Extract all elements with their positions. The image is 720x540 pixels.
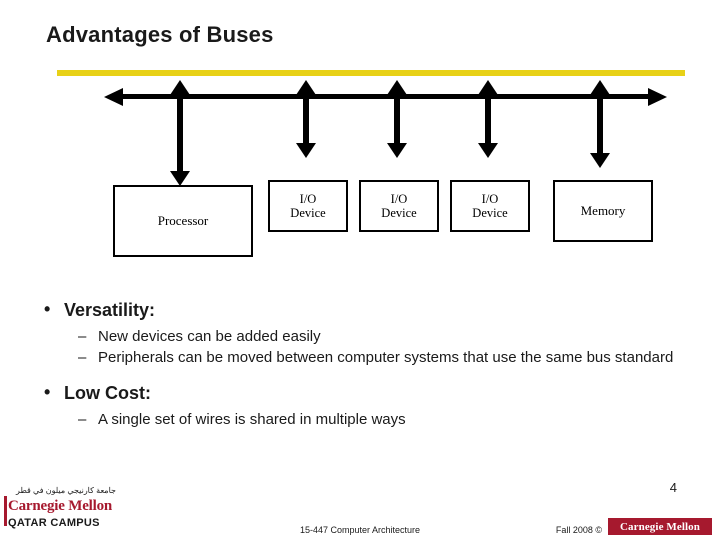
bullet-low-cost: Low Cost: xyxy=(42,382,720,404)
title-underline-rule xyxy=(57,70,685,76)
connector-stem xyxy=(597,88,603,160)
bullet-spacer xyxy=(0,369,720,383)
sub-bullet-peripherals: Peripherals can be moved between compute… xyxy=(78,348,720,368)
arrow-down-icon xyxy=(387,143,407,158)
node-label: Memory xyxy=(580,202,626,218)
connector-processor xyxy=(170,80,190,186)
arrow-up-icon xyxy=(590,80,610,95)
bus-arrow-right-icon xyxy=(648,88,667,106)
logo-accent-bar xyxy=(4,496,7,526)
footer-course: 15-447 Computer Architecture xyxy=(299,525,421,535)
page-title: Advantages of Buses xyxy=(46,22,274,47)
bullet-versatility: Versatility: xyxy=(42,299,720,321)
connector-io-device-2 xyxy=(387,80,407,158)
connector-stem xyxy=(177,88,183,178)
node-label: Processor xyxy=(157,212,209,228)
arrow-up-icon xyxy=(478,80,498,95)
logo-campus-name: QATAR CAMPUS xyxy=(8,517,100,529)
body-content: Versatility: New devices can be added ea… xyxy=(0,299,720,430)
node-processor: Processor xyxy=(113,185,253,257)
carnegie-mellon-logo: Carnegie Mellon xyxy=(608,518,712,535)
logo-arabic-text: جامعة كارنيجي ميلون في قطر xyxy=(16,486,116,495)
arrow-down-icon xyxy=(296,143,316,158)
connector-io-device-3 xyxy=(478,80,498,158)
connector-stem xyxy=(303,88,309,150)
arrow-down-icon xyxy=(478,143,498,158)
connector-io-device-1 xyxy=(296,80,316,158)
arrow-up-icon xyxy=(387,80,407,95)
sub-bullet-new-devices: New devices can be added easily xyxy=(78,327,720,347)
bus-arrow-left-icon xyxy=(104,88,123,106)
qatar-campus-logo: جامعة كارنيجي ميلون في قطر Carnegie Mell… xyxy=(4,486,124,536)
bus-line xyxy=(122,94,650,99)
arrow-down-icon xyxy=(590,153,610,168)
connector-stem xyxy=(394,88,400,150)
page-number: 4 xyxy=(669,480,677,495)
arrow-up-icon xyxy=(296,80,316,95)
arrow-up-icon xyxy=(170,80,190,95)
arrow-down-icon xyxy=(170,171,190,186)
connector-memory xyxy=(590,80,610,168)
sub-bullet-single-set-wires: A single set of wires is shared in multi… xyxy=(78,410,720,430)
logo-university-name: Carnegie Mellon xyxy=(8,498,113,514)
connector-stem xyxy=(485,88,491,150)
node-memory: Memory xyxy=(553,180,653,242)
footer-term: Fall 2008 © xyxy=(555,525,602,535)
